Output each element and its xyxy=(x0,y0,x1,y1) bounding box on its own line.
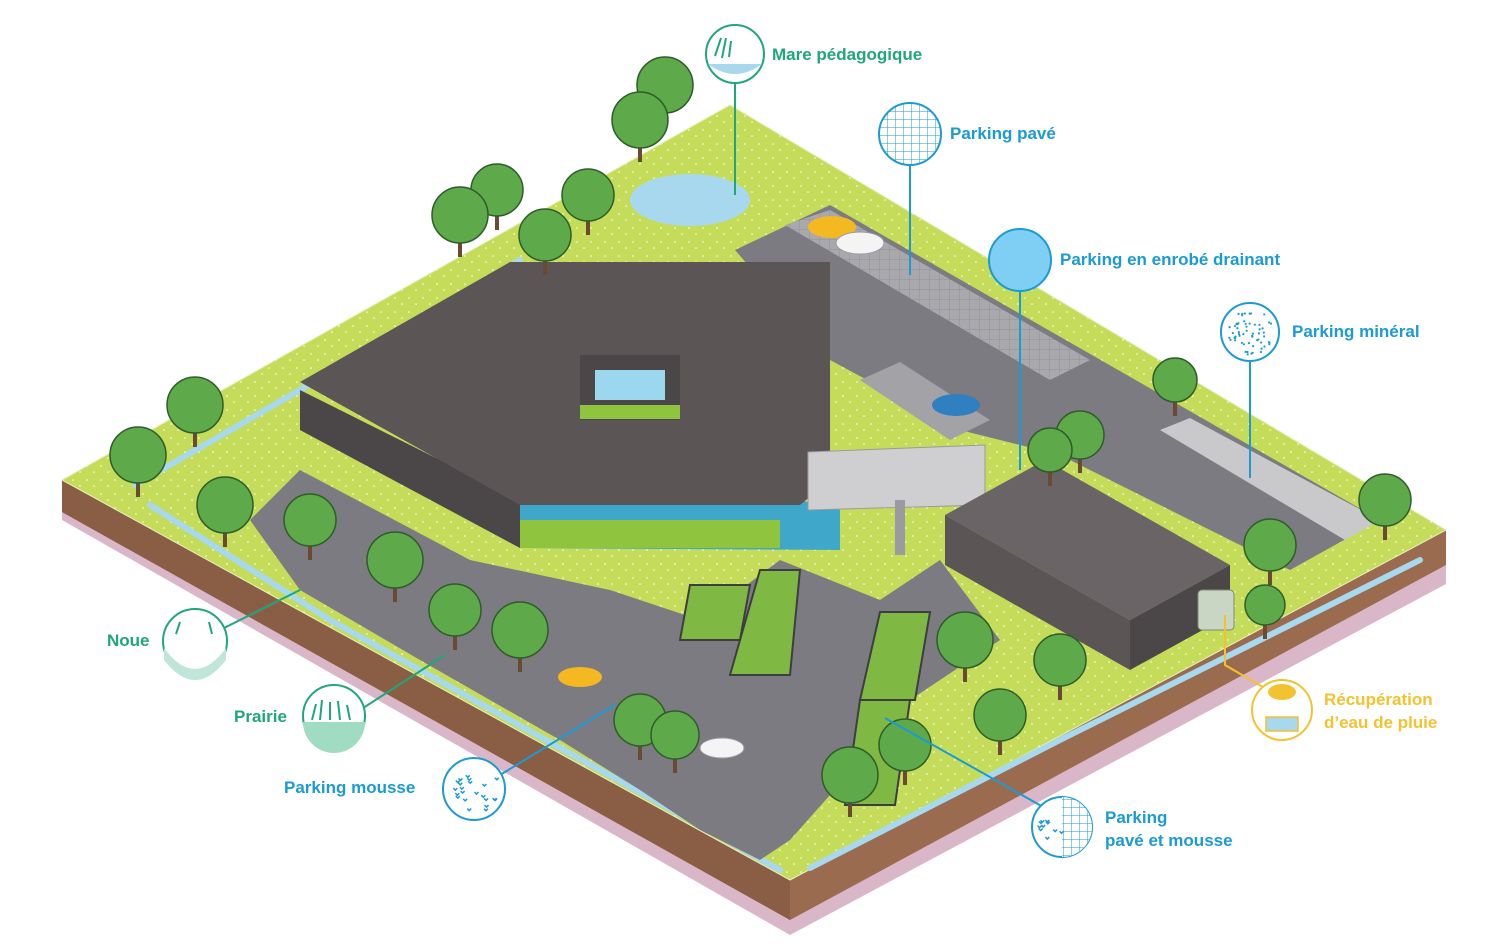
tree-trunk xyxy=(1383,520,1387,540)
tree-trunk xyxy=(638,740,642,760)
pond-icon xyxy=(705,24,765,84)
label-parking-pave: Parking pavé xyxy=(950,124,1056,143)
cars xyxy=(558,216,980,759)
moss-icon xyxy=(442,757,506,821)
trees xyxy=(109,56,1412,817)
tree-trunk xyxy=(453,630,457,650)
asphalt-areas xyxy=(250,205,1380,860)
tree xyxy=(166,376,224,434)
drainant-asphalt-icon xyxy=(988,228,1052,292)
leader-lines xyxy=(219,82,1269,809)
tree xyxy=(518,208,572,262)
label-noue: Noue xyxy=(107,631,150,650)
tree xyxy=(1244,584,1286,626)
tree xyxy=(283,493,337,547)
tree xyxy=(431,186,489,244)
tree-trunk xyxy=(393,582,397,602)
label-mare: Mare pédagogique xyxy=(772,45,923,64)
tree-trunk xyxy=(848,797,852,817)
tree-trunk xyxy=(308,540,312,560)
tree xyxy=(1027,427,1073,473)
tree-trunk xyxy=(1263,619,1267,639)
tree xyxy=(491,601,549,659)
tree-trunk xyxy=(543,255,547,275)
pond xyxy=(630,174,750,226)
tree-trunk xyxy=(903,765,907,785)
label-parking-mousse: Parking mousse xyxy=(284,778,416,797)
tree-trunk xyxy=(193,427,197,447)
tree-trunk xyxy=(1048,466,1052,486)
tree-trunk xyxy=(495,210,499,230)
tree-trunk xyxy=(998,735,1002,755)
tree-trunk xyxy=(963,662,967,682)
tree-trunk xyxy=(638,142,642,162)
rain-tank-icon xyxy=(1251,679,1313,741)
label-parking-pave-mousse: Parking pavé et mousse xyxy=(1105,808,1233,850)
tree xyxy=(936,611,994,669)
tree-trunk xyxy=(1058,680,1062,700)
tree xyxy=(109,426,167,484)
gravel-icon xyxy=(1220,302,1280,362)
tree xyxy=(973,688,1027,742)
tree-trunk xyxy=(136,477,140,497)
tree xyxy=(1033,633,1087,687)
paved-grid-icon xyxy=(878,102,942,166)
label-prairie: Prairie xyxy=(234,707,287,726)
tree xyxy=(561,168,615,222)
rain-tank xyxy=(1197,589,1235,631)
tree-trunk xyxy=(458,237,462,257)
swale-icon xyxy=(162,608,228,680)
tree xyxy=(821,746,879,804)
tree xyxy=(196,476,254,534)
tree-trunk xyxy=(1173,396,1177,416)
label-parking-mineral: Parking minéral xyxy=(1292,322,1420,341)
tree xyxy=(650,710,700,760)
label-parking-enrobe: Parking en enrobé drainant xyxy=(1060,250,1281,269)
tree xyxy=(1243,518,1297,572)
tree-trunk xyxy=(586,215,590,235)
tree xyxy=(366,531,424,589)
tree-trunk xyxy=(223,527,227,547)
tree xyxy=(428,583,482,637)
tree xyxy=(611,91,669,149)
meadow-icon xyxy=(302,684,366,753)
tree-trunk xyxy=(1268,565,1272,585)
tree xyxy=(1152,357,1198,403)
tree xyxy=(1358,473,1412,527)
label-recuperation: Récupération d’eau de pluie xyxy=(1324,690,1438,732)
tree-trunk xyxy=(518,652,522,672)
paved-moss-icon xyxy=(1031,796,1093,858)
tree-trunk xyxy=(673,753,677,773)
main-building xyxy=(300,262,840,550)
tree xyxy=(878,718,932,772)
tree-trunk xyxy=(1078,453,1082,473)
